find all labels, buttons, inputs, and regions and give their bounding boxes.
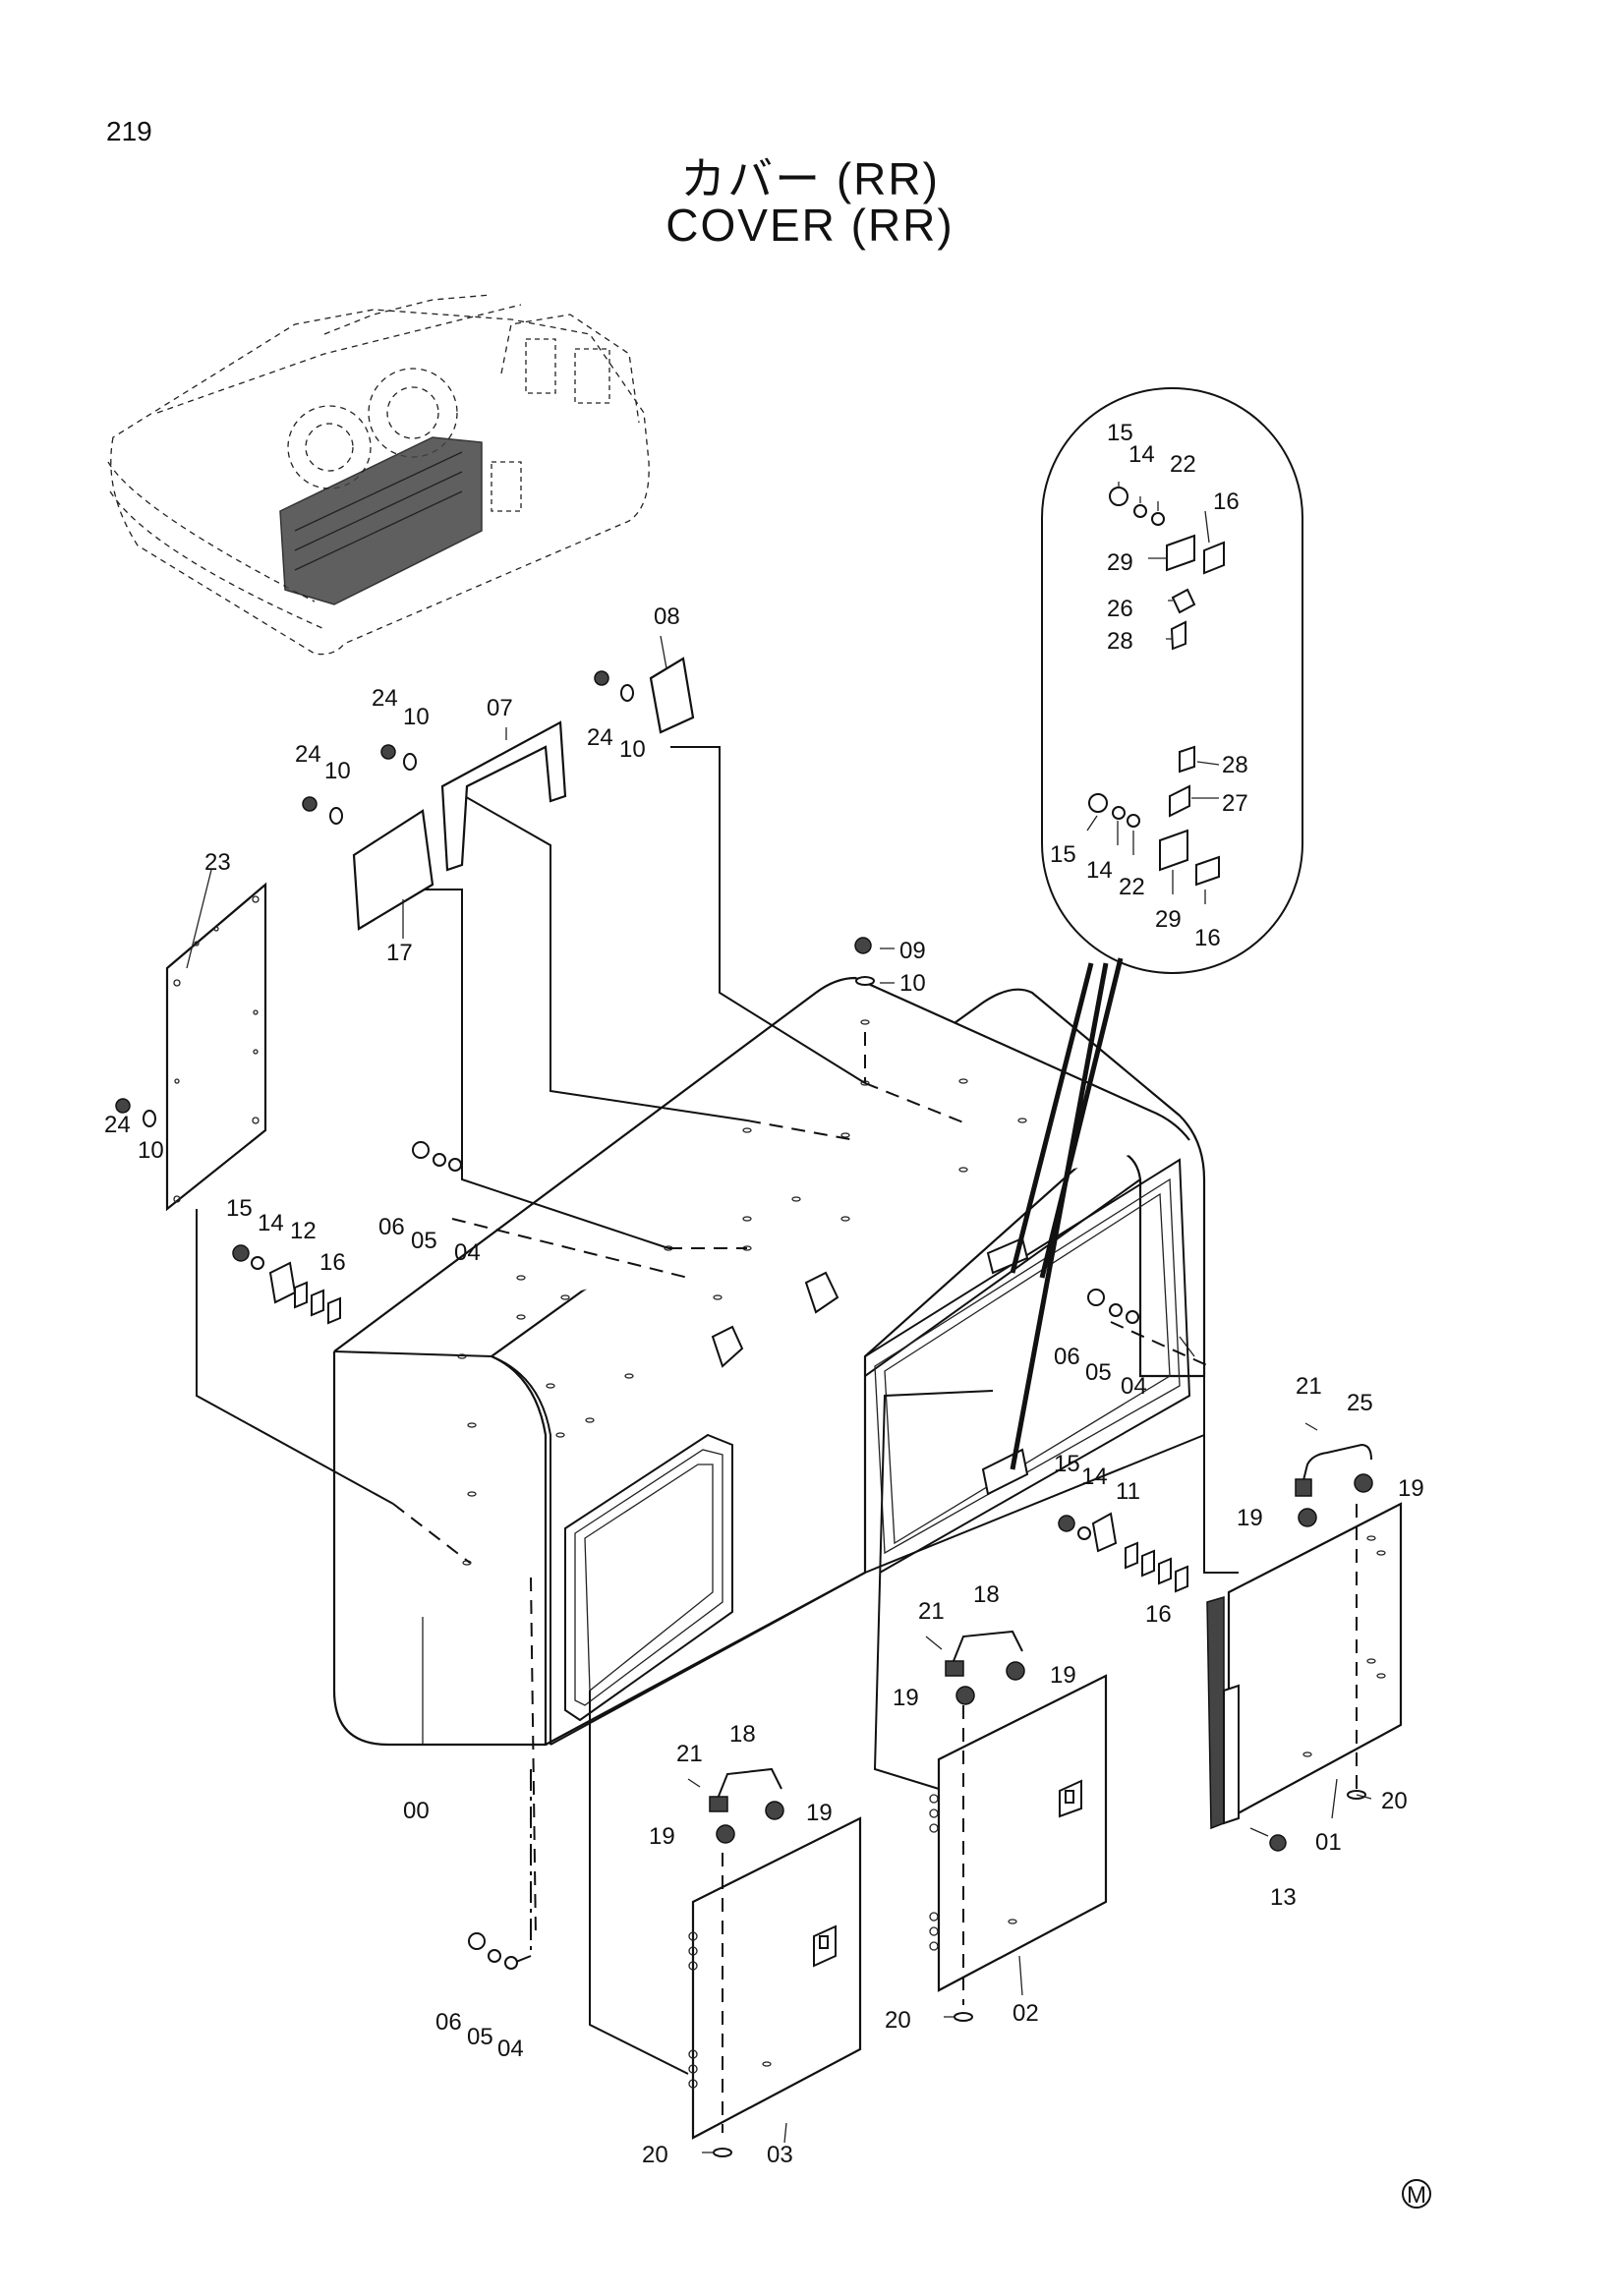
callout-15: 15 [226,1195,253,1222]
callout-17: 17 [386,940,413,966]
callout-22: 22 [1170,451,1196,478]
page-number: 219 [106,116,152,146]
callout-21: 21 [676,1741,703,1767]
callout-28: 28 [1222,752,1248,778]
callout-19: 19 [806,1800,833,1826]
callout-24: 24 [295,741,321,768]
callout-29: 29 [1107,549,1133,576]
plate-08 [649,657,695,734]
callout-04: 04 [454,1239,481,1266]
callout-24: 24 [372,685,398,712]
callout-05: 05 [1085,1359,1112,1386]
machine-overview-illustration [107,294,650,656]
callout-15: 15 [1054,1451,1080,1477]
callout-14: 14 [1081,1464,1108,1490]
callout-02: 02 [1012,2000,1039,2027]
callout-19: 19 [1050,1662,1076,1689]
callout-18: 18 [729,1721,756,1748]
callout-20: 20 [642,2142,668,2168]
callout-23: 23 [204,849,231,876]
callout-05: 05 [411,1228,437,1254]
callout-14: 14 [258,1210,284,1236]
callout-06: 06 [1054,1344,1080,1370]
callout-10: 10 [324,758,351,784]
callout-25: 25 [1347,1390,1373,1416]
callout-19: 19 [893,1685,919,1711]
callout-03: 03 [767,2142,793,2168]
callout-29: 29 [1155,906,1182,933]
m-mark-letter: M [1407,2182,1426,2209]
callout-22: 22 [1119,874,1145,900]
door-02 [925,1630,1108,2022]
callout-20: 20 [1381,1788,1408,1814]
door-03 [687,1767,862,2157]
callout-10: 10 [899,970,926,997]
callout-09: 09 [899,938,926,964]
callout-leaders [186,635,1372,2153]
callout-06: 06 [435,2009,462,2036]
callout-08: 08 [654,603,680,630]
callout-26: 26 [1107,596,1133,622]
title-japanese: カバー (RR) [680,153,940,204]
m-mark: M [1402,2179,1431,2209]
callout-16: 16 [1194,925,1221,951]
callout-24: 24 [104,1112,131,1138]
callout-16: 16 [1145,1601,1172,1628]
callout-16: 16 [319,1249,346,1276]
callout-11: 11 [1116,1478,1140,1505]
callout-10: 10 [138,1137,164,1164]
callout-01: 01 [1315,1829,1342,1856]
callout-07: 07 [487,695,513,721]
callout-27: 27 [1222,790,1248,817]
callout-05: 05 [467,2024,493,2050]
panel-23 [165,882,267,1212]
callout-18: 18 [973,1581,1000,1608]
callout-10: 10 [619,736,646,763]
callout-12: 12 [290,1218,317,1244]
callout-14: 14 [1128,441,1155,468]
callout-16: 16 [1213,488,1240,515]
callout-28: 28 [1107,628,1133,655]
callout-10: 10 [403,704,430,730]
callout-00: 00 [403,1798,430,1824]
callout-24: 24 [587,724,613,751]
callout-21: 21 [918,1598,945,1625]
bracket-07 [440,720,567,872]
callout-14: 14 [1086,857,1113,884]
bolts-washers [115,670,1287,1970]
callout-15: 15 [1107,420,1133,446]
title-english: COVER (RR) [665,200,955,251]
callout-13: 13 [1270,1884,1297,1911]
callout-19: 19 [1237,1505,1263,1531]
callout-06: 06 [378,1214,405,1240]
callout-21: 21 [1296,1373,1322,1400]
cover-housing-00 [332,976,1206,1747]
door-01 [1206,1422,1403,1830]
callout-04: 04 [1121,1373,1147,1400]
callout-20: 20 [885,2007,911,2034]
callout-04: 04 [497,2036,524,2062]
plate-17 [352,809,434,931]
callout-19: 19 [1398,1475,1424,1502]
hinge-detail-callout [1041,387,1303,974]
callout-19: 19 [649,1823,675,1850]
callout-15: 15 [1050,841,1076,868]
callout-labels: 00 01 02 03 04 04 04 05 05 05 06 06 06 0… [104,420,1424,2168]
